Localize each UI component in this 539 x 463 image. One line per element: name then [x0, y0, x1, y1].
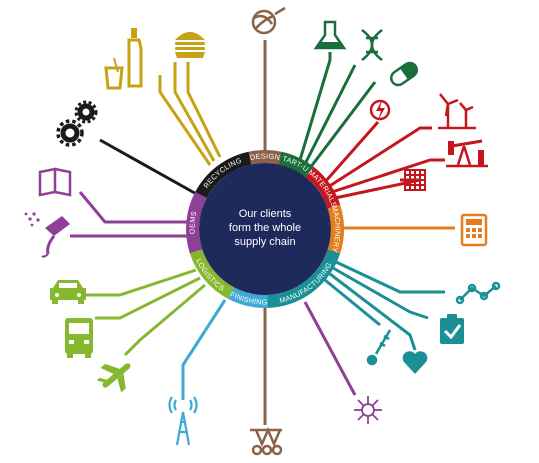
ring-segments	[186, 150, 344, 308]
flask-icon	[313, 20, 347, 50]
clipboard-check-icon	[440, 314, 464, 344]
hub-line-1: Our clients	[239, 208, 292, 220]
hub: DESIGNSTART-UPMATERIALSMACHINERYMANUFACT…	[0, 0, 344, 308]
burger-icon	[175, 32, 205, 58]
ring-segment	[305, 166, 341, 209]
spray-gun-icon	[24, 212, 70, 258]
power-icon	[369, 99, 391, 121]
molecule-icon	[354, 396, 382, 424]
connector-line	[158, 75, 212, 166]
calculator-icon	[460, 213, 488, 247]
thermometer-icon	[366, 329, 392, 366]
line-graph-icon	[455, 281, 501, 305]
connector-line	[173, 62, 216, 162]
connector-line	[308, 81, 377, 169]
connector-line	[298, 52, 332, 161]
connector-line	[303, 301, 357, 396]
connector-line	[123, 283, 206, 357]
fabric-icon	[404, 169, 426, 191]
connector-line	[95, 276, 201, 320]
radio-tower-icon	[168, 396, 198, 446]
connector-line	[303, 64, 357, 165]
airplane-icon	[96, 363, 131, 393]
hub-line-3: supply chain	[234, 236, 295, 248]
connector-line	[324, 278, 381, 327]
oil-pump-icon	[446, 139, 488, 168]
ring-segment	[195, 151, 252, 199]
ring-label: OEMS	[187, 210, 198, 234]
yarn-ball-icon	[251, 6, 286, 35]
hub-circle	[199, 163, 331, 295]
ring-segment	[278, 151, 314, 177]
truck-icon	[65, 318, 93, 358]
bottle-and-glass-icon	[104, 28, 143, 90]
ring-segment	[267, 249, 341, 308]
ring-segment	[189, 249, 235, 299]
loom-icon	[250, 426, 283, 456]
connector-line	[78, 191, 190, 224]
book-icon	[38, 167, 72, 197]
connector-line	[331, 158, 445, 194]
ring-label: DESIGN	[249, 151, 281, 161]
pill-icon	[390, 61, 418, 87]
wind-turbine-icon	[438, 93, 476, 130]
connector-line	[335, 260, 445, 294]
hub-line-2: form the whole	[229, 222, 301, 234]
connector-line	[323, 121, 380, 183]
heart-icon	[402, 351, 428, 374]
ring-segment	[248, 150, 282, 165]
connector-line	[332, 266, 429, 320]
connector-line	[99, 138, 201, 198]
gears-icon	[56, 100, 98, 147]
connector-line	[181, 299, 227, 400]
ring-segment	[327, 204, 344, 254]
dna-icon	[361, 29, 383, 61]
connector-line	[329, 272, 417, 351]
ring-segment	[186, 191, 207, 254]
connector-line	[327, 126, 432, 189]
connector-lines	[70, 40, 455, 425]
ring-segment	[227, 287, 268, 308]
car-icon	[50, 280, 86, 304]
connector-line	[85, 268, 197, 297]
connector-line	[186, 62, 222, 158]
